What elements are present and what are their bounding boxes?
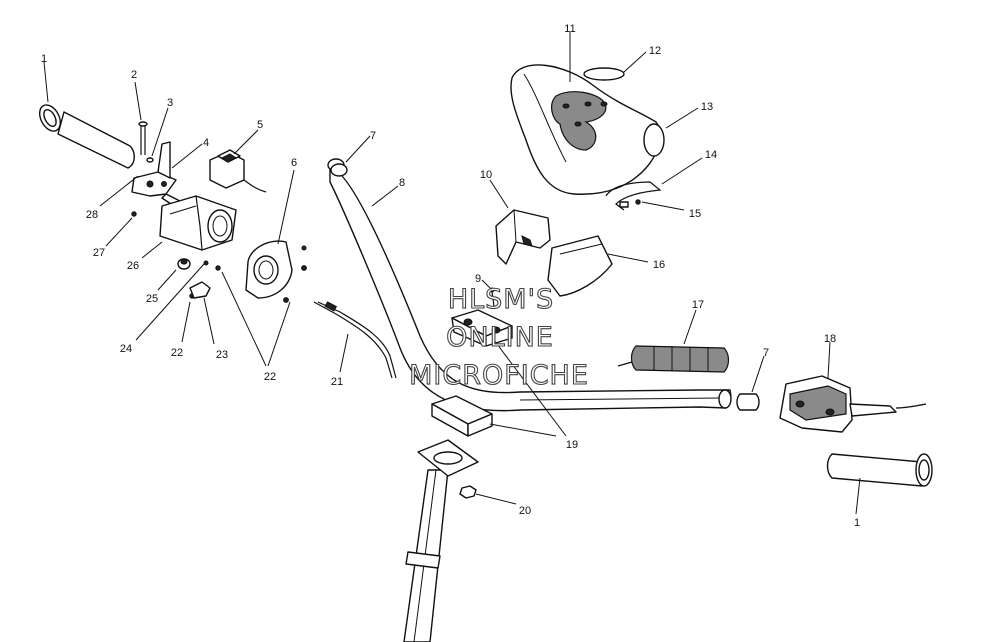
hand-grip-right [826, 453, 933, 487]
bolt [138, 121, 148, 155]
brake-master-cylinder [779, 375, 927, 433]
watermark-line-2: ONLINE [446, 322, 554, 353]
handlebar-clamp-lower [431, 395, 493, 437]
callout-2: 2 [131, 69, 137, 81]
callout-labels: 1 2 3 4 5 6 7 8 9 10 11 12 13 14 15 16 1… [41, 23, 860, 529]
callout-20: 20 [519, 505, 531, 517]
callout-15: 15 [689, 208, 701, 220]
callout-1-left: 1 [41, 53, 47, 65]
callout-23: 23 [216, 349, 228, 361]
throttle-cover [189, 281, 211, 299]
callout-13: 13 [701, 101, 713, 113]
callout-9: 9 [475, 273, 481, 285]
wire-harness [605, 181, 662, 211]
steering-column [403, 469, 449, 642]
callout-6: 6 [291, 157, 297, 169]
callout-11: 11 [564, 23, 575, 35]
callout-22-left: 22 [171, 347, 183, 359]
callout-7-left: 7 [370, 130, 376, 142]
kill-switch [209, 149, 267, 193]
callout-24: 24 [120, 343, 132, 355]
handlebar-cover [510, 64, 665, 195]
callout-22-right: 22 [264, 371, 276, 383]
callout-14: 14 [705, 149, 717, 161]
callout-12: 12 [649, 45, 661, 57]
switch-housing [245, 240, 307, 303]
callout-7-right: 7 [763, 347, 769, 359]
callout-8: 8 [399, 177, 405, 189]
callout-19: 19 [566, 439, 578, 451]
callout-27: 27 [93, 247, 105, 259]
throttle-housing [159, 195, 237, 251]
callout-3: 3 [167, 97, 173, 109]
callout-18: 18 [824, 333, 836, 345]
hand-grip-left [38, 104, 135, 169]
watermark-line-1: HLSM'S [448, 284, 554, 315]
nut [459, 485, 477, 499]
throttle-lever [131, 141, 187, 211]
callout-5: 5 [257, 119, 263, 131]
handlebar-clamp-upper [451, 309, 513, 347]
decal [583, 67, 625, 81]
leader-lines [43, 32, 861, 515]
callout-28: 28 [86, 209, 98, 221]
callout-16: 16 [653, 259, 665, 271]
watermark-line-3: MICROFICHE [409, 360, 589, 391]
lower-cover-left [495, 209, 551, 265]
watermark: HLSM'S ONLINE MICROFICHE [409, 283, 589, 391]
handlebar [329, 167, 732, 412]
throttle-cable [313, 301, 397, 379]
washer [146, 157, 154, 163]
heated-grip [617, 345, 730, 373]
column-clamp-plate [417, 439, 479, 477]
callout-25: 25 [146, 293, 158, 305]
callout-21: 21 [331, 376, 343, 388]
bushing [177, 258, 191, 270]
callout-10: 10 [480, 169, 492, 181]
callout-4: 4 [203, 137, 209, 149]
callout-1-right: 1 [854, 517, 860, 529]
lower-cover-right [547, 235, 613, 297]
end-cap-right [736, 393, 760, 411]
end-cap-left [327, 158, 348, 177]
callout-17: 17 [692, 299, 704, 311]
callout-26: 26 [127, 260, 139, 272]
